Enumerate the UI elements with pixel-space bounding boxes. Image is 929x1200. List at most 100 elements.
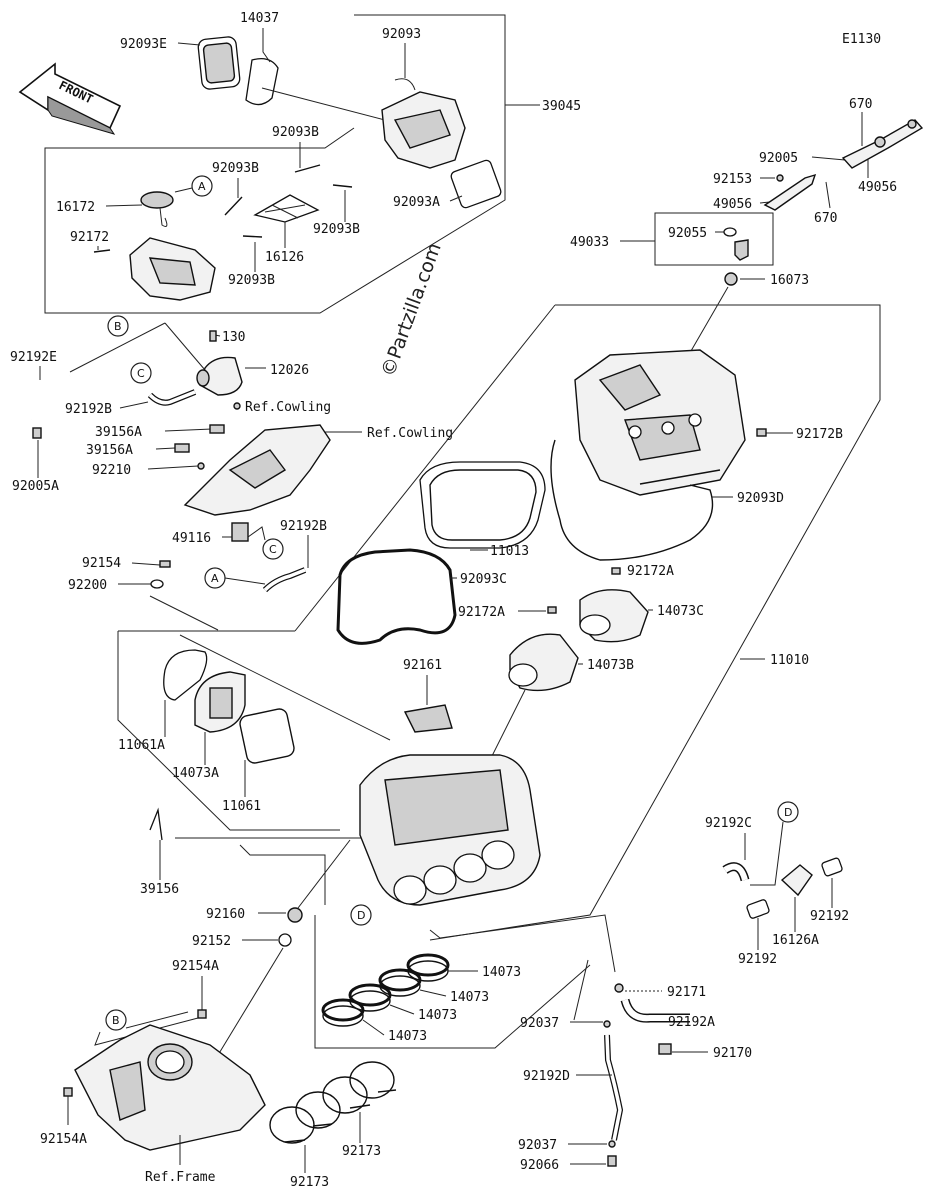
part-92154A-a [197,1009,207,1019]
label-11013: 11013 [490,544,529,559]
part-92093B-1 [294,164,321,173]
label-92066: 92066 [520,1158,559,1173]
label-14073-c: 14073 [418,1008,457,1023]
callout-D-airbox [350,904,372,926]
part-92171 [614,983,624,993]
label-39045: 39045 [542,99,581,114]
label-39156: 39156 [140,882,179,897]
part-14037 [245,57,279,106]
part-92066 [607,1155,617,1167]
label-92173-b: 92173 [290,1175,329,1190]
callout-C-mid [262,538,284,560]
part-92173-4 [349,1061,395,1099]
part-92173-2 [295,1091,341,1129]
part-16126A [780,864,813,897]
label-92093B-1: 92093B [272,125,319,140]
label-92055: 92055 [668,226,707,241]
label-92152: 92152 [192,934,231,949]
svg-text:C: C [269,543,277,556]
part-12026 [199,356,243,396]
label-92154A-b: 92154A [40,1132,87,1147]
callout-B-upper [107,315,129,337]
label-92172A-a: 92172A [627,564,674,579]
label-92173-a: 92173 [342,1144,381,1159]
part-92154 [159,560,171,568]
label-92192A: 92192A [668,1015,715,1030]
label-92192C: 92192C [705,816,752,831]
part-92037-a [603,1020,611,1028]
label-92093B-4: 92093B [228,273,275,288]
part-92005A [32,427,42,439]
label-92093B-2: 92093B [212,161,259,176]
part-92210 [197,462,205,470]
watermark: ©Partzilla.com [377,240,446,380]
part-14073-4 [321,998,365,1022]
label-ref-cowling-b: Ref.Cowling [367,426,453,441]
label-92200: 92200 [68,578,107,593]
part-39156A-b [174,443,190,453]
part-49116 [231,522,249,542]
part-92093B-4 [242,235,263,238]
part-92093B-2 [224,196,243,216]
part-92192-right [821,857,843,877]
label-92093E: 92093E [120,37,167,52]
part-92172A-b [547,606,557,614]
part-16172 [140,191,174,209]
part-49056-lower [763,173,817,211]
label-14073-a: 14073 [482,965,521,980]
label-39156A-a: 39156A [95,425,142,440]
diagram-code: E1130 [842,32,881,47]
label-92093: 92093 [382,27,421,42]
label-92172B: 92172B [796,427,843,442]
label-92172: 92172 [70,230,109,245]
part-92152 [278,933,292,947]
part-92170 [658,1043,672,1055]
part-92055 [723,227,737,237]
label-92192B-a: 92192B [65,402,112,417]
label-92005: 92005 [759,151,798,166]
label-92161: 92161 [403,658,442,673]
label-670-a: 670 [849,97,872,112]
svg-text:A: A [198,180,206,193]
label-16126: 16126 [265,250,304,265]
group-outline-49033 [654,212,774,266]
callout-C-left [130,362,152,384]
svg-text:A: A [211,572,219,585]
label-16126A: 16126A [772,933,819,948]
label-92093A: 92093A [393,195,440,210]
label-92192B-b: 92192B [280,519,327,534]
part-92173-3 [322,1076,368,1114]
label-ref-cowling-a: Ref.Cowling [245,400,331,415]
label-130: 130 [222,330,245,345]
label-92037-a: 92037 [520,1016,559,1031]
label-14073A: 14073A [172,766,219,781]
label-16172: 16172 [56,200,95,215]
part-ref-cowling-bolt [233,402,241,410]
svg-text:B: B [114,320,122,333]
label-670-b: 670 [814,211,837,226]
label-14073-d: 14073 [388,1029,427,1044]
part-92037-b [608,1140,616,1148]
label-92154A-a: 92154A [172,959,219,974]
part-connector-49033 [734,239,749,261]
part-39156A-a [209,424,225,434]
part-92093D [550,439,714,561]
label-11061A: 11061A [118,738,165,753]
label-92154: 92154 [82,556,121,571]
callout-D-right [777,801,799,823]
label-49116: 49116 [172,531,211,546]
part-11061A [163,649,208,701]
label-92093C: 92093C [460,572,507,587]
part-92200 [150,579,164,589]
label-12026: 12026 [270,363,309,378]
label-92192D: 92192D [523,1069,570,1084]
part-16073 [724,272,738,286]
part-92161 [403,704,453,733]
part-92172 [93,249,111,253]
label-49056-b: 49056 [713,197,752,212]
label-92037-b: 92037 [518,1138,557,1153]
label-92093B-3: 92093B [313,222,360,237]
part-92093A [450,159,502,209]
label-92192-b: 92192 [738,952,777,967]
